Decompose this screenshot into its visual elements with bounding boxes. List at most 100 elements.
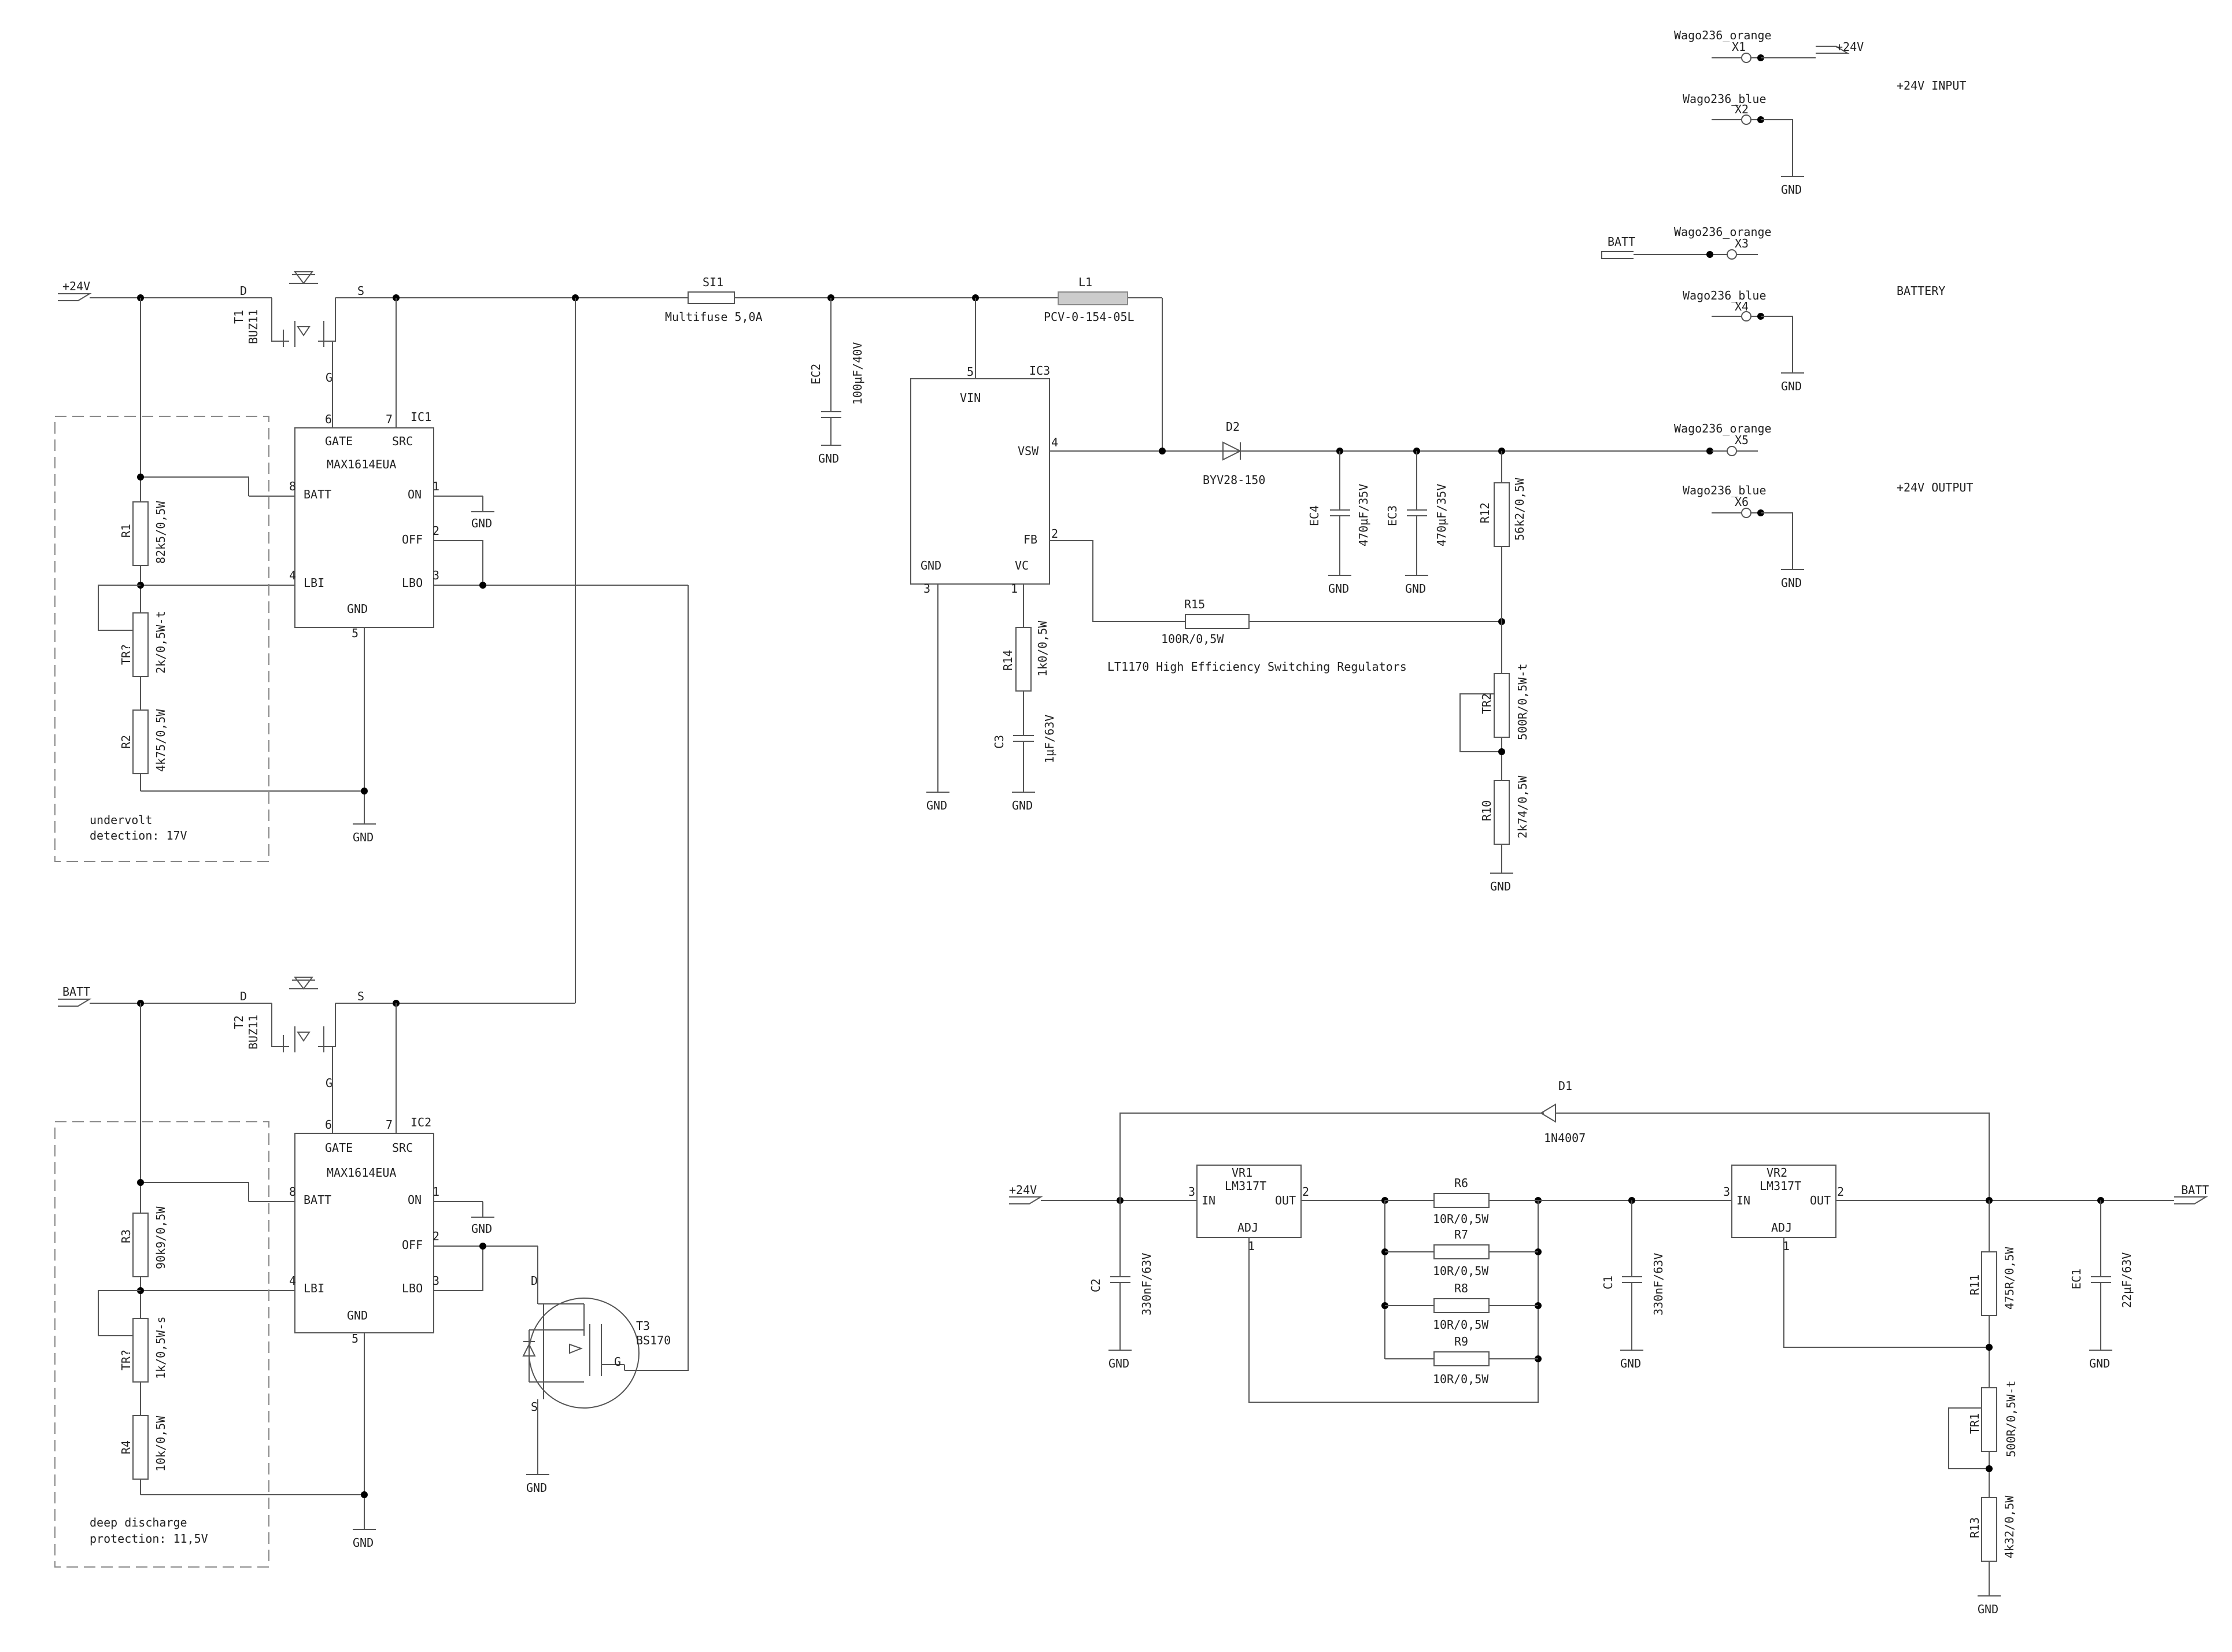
- svg-text:LM317T: LM317T: [1225, 1179, 1266, 1193]
- svg-text:GATE: GATE: [325, 434, 353, 448]
- svg-text:SRC: SRC: [392, 434, 413, 448]
- svg-text:EC1: EC1: [2070, 1269, 2083, 1289]
- svg-text:2: 2: [433, 1229, 439, 1243]
- svg-text:GND: GND: [353, 1536, 374, 1550]
- svg-text:GND: GND: [526, 1481, 547, 1495]
- svg-text:10R/0,5W: 10R/0,5W: [1433, 1372, 1489, 1386]
- svg-text:2: 2: [1302, 1185, 1309, 1199]
- svg-text:T3: T3: [636, 1319, 650, 1333]
- svg-text:R13: R13: [1968, 1517, 1982, 1538]
- svg-text:LM317T: LM317T: [1760, 1179, 1801, 1193]
- svg-text:2: 2: [1051, 527, 1058, 541]
- svg-text:GND: GND: [1781, 183, 1802, 197]
- svg-text:GND: GND: [347, 1309, 368, 1322]
- svg-text:1k/0,5W-s: 1k/0,5W-s: [154, 1317, 168, 1379]
- svg-text:90k9/0,5W: 90k9/0,5W: [154, 1206, 168, 1269]
- svg-text:10k/0,5W: 10k/0,5W: [154, 1416, 168, 1472]
- svg-text:LBO: LBO: [402, 576, 423, 590]
- svg-text:8: 8: [289, 479, 296, 493]
- svg-text:deep discharge: deep discharge: [90, 1516, 187, 1529]
- svg-text:G: G: [326, 1076, 332, 1090]
- svg-text:R10: R10: [1480, 800, 1494, 821]
- svg-text:ON: ON: [408, 487, 422, 501]
- svg-text:R12: R12: [1478, 502, 1492, 523]
- svg-text:100R/0,5W: 100R/0,5W: [1161, 632, 1224, 646]
- svg-text:R3: R3: [119, 1229, 133, 1243]
- svg-text:82k5/0,5W: 82k5/0,5W: [154, 501, 168, 564]
- svg-text:BS170: BS170: [636, 1333, 671, 1347]
- svg-text:10R/0,5W: 10R/0,5W: [1433, 1264, 1489, 1278]
- undervolt-divider: R1 82k5/0,5W TR? 2k/0,5W-t R2 4k75/0,5W …: [54, 298, 376, 862]
- svg-text:TR?: TR?: [119, 1350, 133, 1370]
- svg-text:GND: GND: [818, 452, 839, 465]
- svg-text:GND: GND: [1781, 379, 1802, 393]
- svg-text:R1: R1: [119, 524, 133, 538]
- svg-text:BATT: BATT: [2181, 1183, 2209, 1197]
- ic1-max1614: IC1 MAX1614EUA GATE SRC BATT ON OFF LBI …: [141, 298, 688, 824]
- charger-stage: +24V D1 1N4007 GND C2 330nF/63V VR1 LM31…: [1009, 1079, 2209, 1616]
- svg-text:IN: IN: [1202, 1193, 1215, 1207]
- svg-text:330nF/63V: 330nF/63V: [1651, 1253, 1665, 1315]
- svg-text:4: 4: [1051, 435, 1058, 449]
- deep-discharge-divider: R3 90k9/0,5W TR? 1k/0,5W-s R4 10k/0,5W G…: [54, 1003, 376, 1568]
- svg-text:EC3: EC3: [1385, 505, 1399, 526]
- cap-ec2: GND EC2 100µF/40V: [809, 298, 864, 465]
- svg-text:R4: R4: [119, 1440, 133, 1454]
- svg-text:+24V OUTPUT: +24V OUTPUT: [1897, 481, 1973, 494]
- svg-text:GND: GND: [1328, 582, 1349, 596]
- svg-text:OUT: OUT: [1810, 1193, 1831, 1207]
- svg-text:TR1: TR1: [1968, 1413, 1982, 1434]
- svg-text:EC2: EC2: [809, 364, 823, 385]
- svg-text:GATE: GATE: [325, 1141, 353, 1155]
- svg-text:BATT: BATT: [304, 487, 331, 501]
- svg-text:4k32/0,5W: 4k32/0,5W: [2002, 1495, 2016, 1558]
- transistor-t1: D S G T1 BUZ11: [232, 271, 364, 428]
- svg-text:ADJ: ADJ: [1237, 1221, 1258, 1235]
- svg-text:TR2: TR2: [1480, 693, 1494, 714]
- svg-text:GND: GND: [1012, 799, 1033, 812]
- svg-text:SI1: SI1: [703, 275, 723, 289]
- svg-text:VSW: VSW: [1018, 444, 1039, 458]
- transistor-t3: GND D S G T3 BS170: [522, 585, 689, 1495]
- svg-text:TR?: TR?: [119, 644, 133, 665]
- svg-text:5: 5: [967, 365, 974, 379]
- svg-text:C1: C1: [1601, 1276, 1615, 1289]
- svg-text:1µF/63V: 1µF/63V: [1043, 715, 1056, 763]
- svg-text:T1: T1: [232, 310, 246, 324]
- svg-text:PCV-0-154-05L: PCV-0-154-05L: [1044, 310, 1135, 324]
- svg-text:1k0/0,5W: 1k0/0,5W: [1036, 620, 1050, 677]
- svg-text:Wago236_blue: Wago236_blue: [1683, 289, 1767, 302]
- svg-text:D: D: [240, 989, 247, 1003]
- svg-text:4: 4: [289, 568, 296, 582]
- svg-text:BATT: BATT: [304, 1193, 331, 1207]
- svg-text:ON: ON: [408, 1193, 422, 1207]
- svg-text:D: D: [531, 1274, 538, 1288]
- svg-text:GND: GND: [1405, 582, 1426, 596]
- svg-text:G: G: [614, 1355, 621, 1369]
- svg-text:ADJ: ADJ: [1771, 1221, 1792, 1235]
- svg-text:X3: X3: [1735, 236, 1749, 250]
- svg-text:BATT: BATT: [62, 985, 90, 999]
- svg-text:BUZ11: BUZ11: [246, 1015, 260, 1049]
- svg-text:T2: T2: [232, 1015, 246, 1029]
- svg-text:VR2: VR2: [1767, 1166, 1787, 1180]
- transistor-t2: D S G T2 BUZ11: [232, 977, 364, 1133]
- svg-text:2k/0,5W-t: 2k/0,5W-t: [154, 611, 168, 674]
- svg-text:GND: GND: [921, 559, 941, 572]
- svg-text:56k2/0,5W: 56k2/0,5W: [1513, 478, 1527, 541]
- svg-text:X6: X6: [1735, 495, 1749, 509]
- svg-text:BUZ11: BUZ11: [246, 309, 260, 344]
- svg-text:BATTERY: BATTERY: [1897, 284, 1945, 298]
- ic2-max1614: IC2 MAX1614EUA GATE SRC BATT ON OFF LBI …: [141, 1003, 538, 1529]
- svg-text:IC1: IC1: [411, 410, 431, 424]
- svg-text:R14: R14: [1001, 650, 1015, 671]
- svg-text:+24V: +24V: [1836, 40, 1864, 54]
- svg-text:1N4007: 1N4007: [1544, 1131, 1586, 1145]
- svg-text:22µF/63V: 22µF/63V: [2120, 1252, 2134, 1308]
- svg-text:X1: X1: [1732, 40, 1746, 54]
- svg-text:C2: C2: [1089, 1278, 1103, 1292]
- svg-text:6: 6: [325, 412, 332, 426]
- svg-text:330nF/63V: 330nF/63V: [1140, 1253, 1154, 1315]
- svg-text:FB: FB: [1023, 533, 1037, 546]
